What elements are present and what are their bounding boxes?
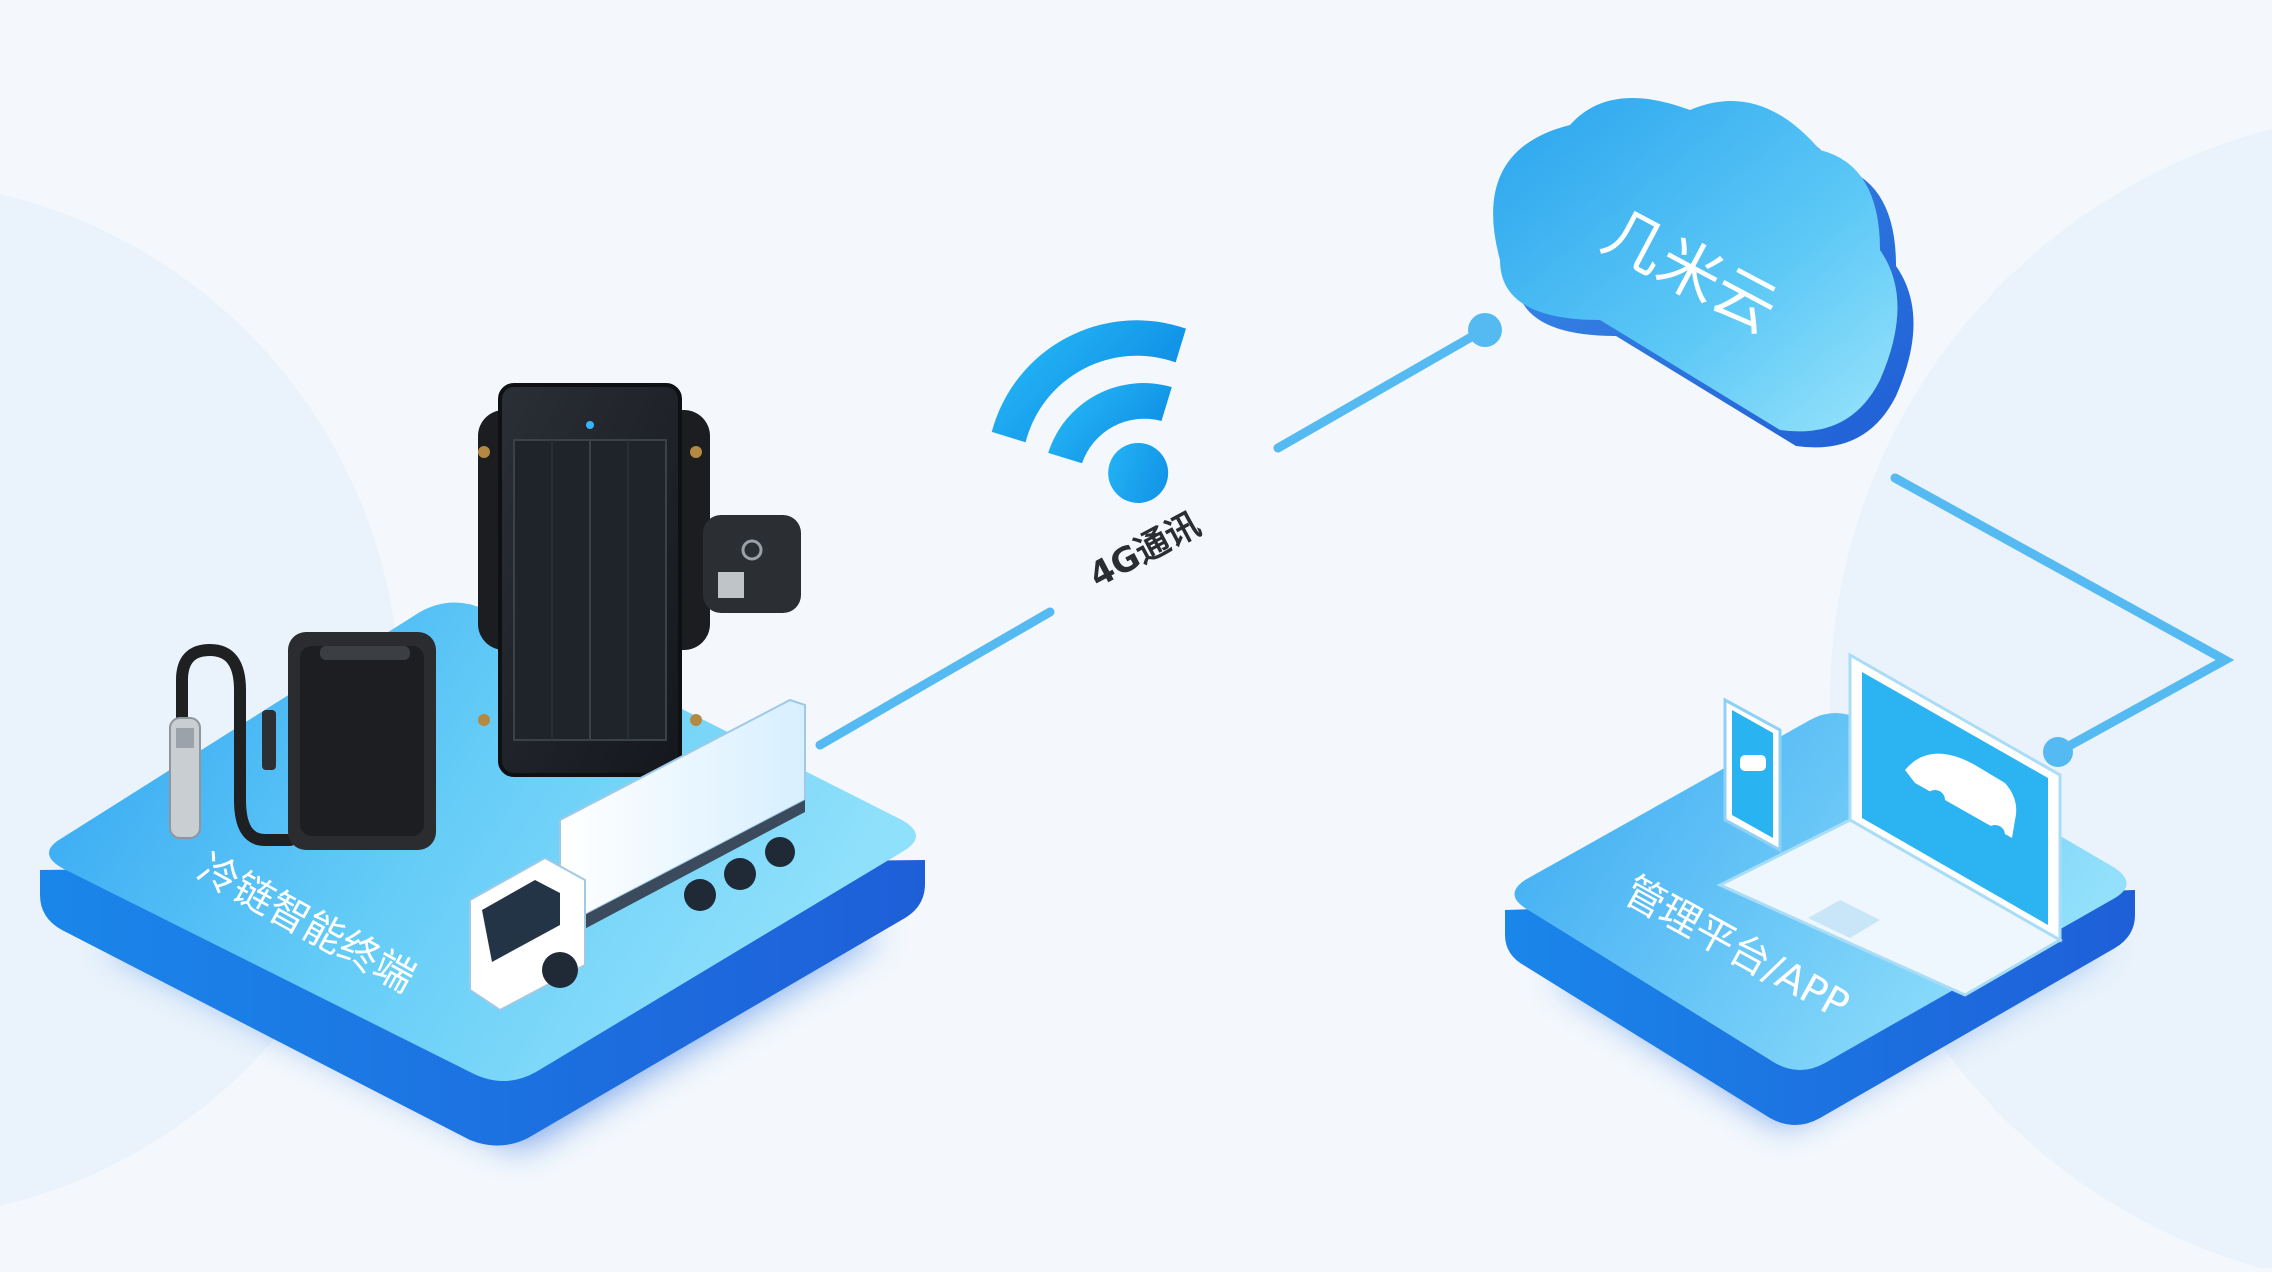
- connection-lines: [815, 327, 2235, 757]
- tag-body: [703, 515, 801, 613]
- phone-icon: [1723, 697, 1782, 853]
- wifi-dot: [1108, 442, 1169, 503]
- line-wifi-to-cloud: [1273, 327, 1485, 453]
- cloud-face: [1493, 98, 1898, 432]
- phone-screen: [1732, 710, 1773, 838]
- phone-car-icon: [1740, 755, 1766, 771]
- cloud-icon: [1493, 98, 1914, 448]
- line-cloud-to-platform: [1890, 473, 2235, 757]
- laptop-trackpad: [1808, 900, 1880, 938]
- truck-wheel-mid: [684, 879, 716, 911]
- probe-band: [176, 728, 194, 748]
- comm-label: 4G通讯: [1083, 505, 1207, 596]
- probe-device-face: [300, 646, 424, 836]
- temperature-probe-device: [169, 632, 436, 850]
- probe-cable: [176, 643, 296, 846]
- truck-wheel-rear: [724, 858, 756, 890]
- tracker-indicator-led: [586, 421, 594, 429]
- node-dot-platform: [2043, 737, 2073, 767]
- tag-qr-code: [718, 572, 744, 598]
- laptop-icon: [1716, 652, 2064, 997]
- truck-icon: [469, 698, 806, 1012]
- line-terminal-to-wifi: [815, 607, 1055, 750]
- truck-windshield: [482, 880, 560, 962]
- wifi-arc-outer: [991, 320, 1186, 443]
- laptop-car-icon: [1905, 753, 2017, 838]
- tag-button: [741, 539, 763, 561]
- solar-tracker-device: [478, 383, 710, 777]
- probe-device-leds: [320, 646, 410, 660]
- wireless-tag-device: [703, 515, 801, 613]
- laptop-keyboard-deck: [1716, 818, 2064, 997]
- node-dot-cloud: [1468, 313, 1502, 347]
- truck-chassis: [575, 800, 805, 934]
- device-connector: [262, 710, 276, 770]
- wifi-arc-middle: [1048, 383, 1172, 464]
- truck-wheel-front: [542, 952, 578, 988]
- wifi-icon: [991, 320, 1186, 503]
